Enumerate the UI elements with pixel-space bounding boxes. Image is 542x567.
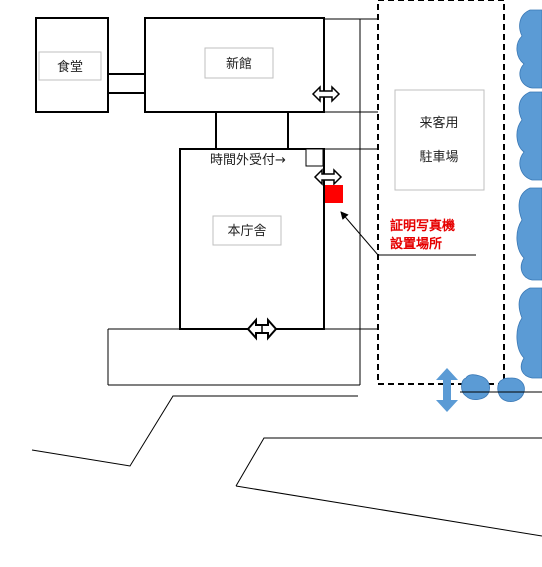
tree: [516, 91, 542, 181]
corridor-cafeteria-new: [108, 73, 145, 94]
entrance-arrow-main-south: [246, 317, 278, 341]
trees: [461, 9, 542, 402]
tree: [516, 187, 542, 281]
photo-booth-label-line1: 証明写真機: [390, 218, 455, 234]
cafeteria-label: 食堂: [57, 59, 83, 75]
after-hours-reception-box: [305, 148, 324, 167]
tree: [461, 374, 490, 400]
parking-label-line2: 駐車場: [419, 150, 458, 165]
corridor-new-main: [215, 112, 289, 149]
new-building-label: 新館: [226, 56, 252, 72]
main-building-label: 本庁舎: [227, 224, 266, 239]
site-lines: [107, 18, 378, 386]
photo-booth-leader: [340, 211, 476, 256]
tree: [516, 287, 542, 379]
entrance-arrow-main-side: [313, 168, 343, 186]
visitor-parking: 来客用 駐車場: [377, 0, 505, 385]
tree: [497, 377, 525, 402]
roads: [31, 391, 542, 537]
cafeteria-building: 食堂: [35, 17, 109, 113]
new-building: 新館: [144, 17, 325, 113]
parking-label-line1: 来客用: [419, 115, 458, 131]
main-building: 本庁舎: [179, 148, 325, 330]
after-hours-reception-label: 時間外受付→: [210, 153, 286, 168]
photo-booth-label-line2: 設置場所: [390, 236, 442, 252]
parking-entrance-arrow: [436, 368, 458, 412]
entrance-arrow-new: [311, 85, 341, 103]
tree: [516, 9, 542, 89]
photo-booth-marker: [325, 185, 343, 203]
